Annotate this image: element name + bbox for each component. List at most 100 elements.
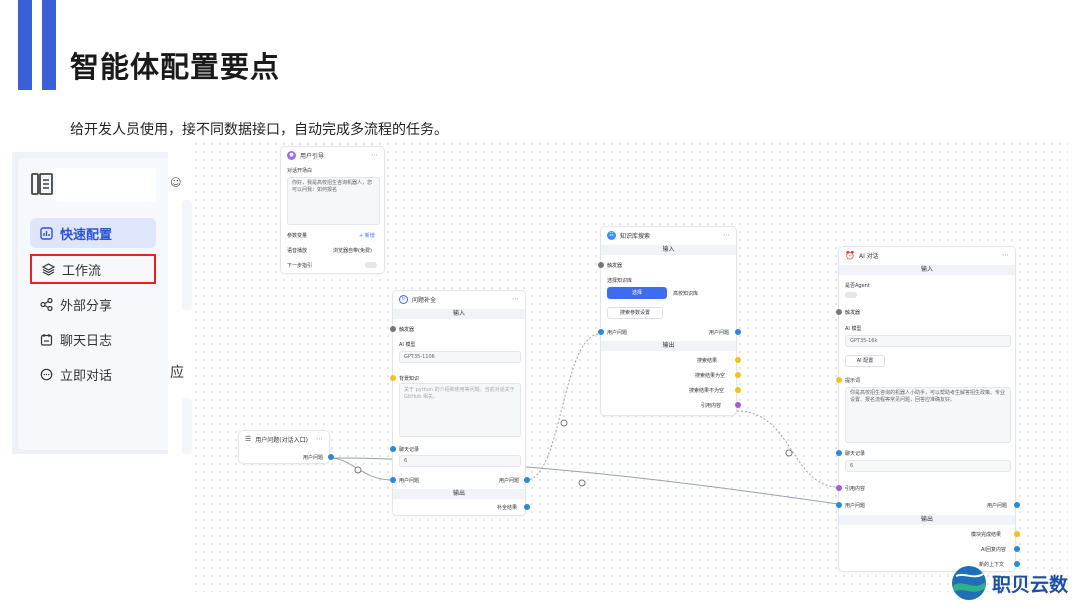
content-preview bbox=[182, 398, 192, 454]
node-title: AI 对话 bbox=[858, 252, 879, 260]
slide-title: 智能体配置要点 bbox=[70, 50, 281, 84]
question-out-label: 用户问题 bbox=[499, 478, 520, 484]
sidebar-item-workflow[interactable]: 工作流 bbox=[30, 254, 156, 284]
agent-label: 是否Agent bbox=[845, 283, 870, 289]
sidebar-card bbox=[18, 158, 182, 450]
trigger-port[interactable] bbox=[598, 262, 604, 268]
node-question-fill[interactable]: ↻ 问题补全 ⋯ 输入 触发器 AI 模型 GPT35-1106 背景知识 关于… bbox=[390, 290, 530, 516]
prompt-label: 提示词 bbox=[845, 378, 861, 384]
voice-value[interactable]: 浏览器自带(免费) bbox=[333, 248, 372, 254]
trigger-port[interactable] bbox=[390, 326, 396, 332]
database-icon: ☷ bbox=[607, 230, 616, 240]
out-label: 搜索结果 bbox=[697, 358, 718, 364]
node-ai-chat[interactable]: ⏰ AI 对话 ⋯ 输入 是否Agent 触发器 AI 模型 GPT35-16k… bbox=[836, 246, 1020, 572]
node-user-guide[interactable]: ● 用户引导 ⋯ 对话开场白 你好，我是高校招生咨询机器人，您可以问我：如何报名… bbox=[280, 146, 385, 274]
result-port[interactable] bbox=[524, 504, 530, 510]
node-user-input[interactable]: ☰ 用户问题(对话入口) ⋯ 用户问题 bbox=[238, 430, 334, 464]
model-select[interactable]: GPT35-16k bbox=[845, 335, 1011, 347]
out-port[interactable] bbox=[1014, 546, 1020, 552]
bg-textarea[interactable]: 关于 python 的介绍和使用等问题。当前对话关于 GitHub 相关。 bbox=[399, 383, 521, 437]
app-name-box bbox=[56, 168, 156, 202]
question-out-port[interactable] bbox=[735, 329, 741, 335]
alarm-icon: ⏰ bbox=[845, 250, 855, 260]
agent-toggle[interactable] bbox=[845, 292, 857, 298]
refresh-icon: ↻ bbox=[399, 294, 408, 304]
sidebar-item-label: 聊天日志 bbox=[60, 333, 113, 349]
user-icon: ☺ bbox=[170, 176, 182, 189]
workflow-canvas[interactable]: ● 用户引导 ⋯ 对话开场白 你好，我是高校招生咨询机器人，您可以问我：如何报名… bbox=[192, 140, 1068, 592]
more-icon[interactable]: ⋯ bbox=[723, 231, 730, 239]
node-title: 用户问题(对话入口) bbox=[255, 436, 308, 444]
quote-in-port[interactable] bbox=[836, 485, 842, 491]
model-label: AI 模型 bbox=[399, 342, 416, 348]
param-label: 参数变量 bbox=[287, 233, 308, 239]
node-kb-search[interactable]: ☷ 知识库搜索 ⋯ 输入 触发器 选择知识库 选择 高校知识库 搜索参数设置 用… bbox=[598, 226, 741, 416]
app-main-strip: ☺ 应 bbox=[168, 152, 192, 454]
question-port[interactable] bbox=[328, 454, 334, 460]
sidebar-item-chat-log[interactable]: 聊天日志 bbox=[30, 324, 156, 354]
ai-config-button[interactable]: AI 配置 bbox=[845, 355, 885, 367]
prompt-port[interactable] bbox=[836, 377, 842, 383]
sidebar-item-share[interactable]: 外部分享 bbox=[30, 289, 156, 319]
model-select[interactable]: GPT35-1106 bbox=[399, 351, 521, 363]
history-port[interactable] bbox=[836, 450, 842, 456]
welcome-text[interactable]: 你好，我是高校招生咨询机器人，您可以问我：如何报名 bbox=[287, 177, 380, 225]
next-toggle[interactable] bbox=[365, 262, 377, 268]
out-port[interactable] bbox=[1014, 561, 1020, 567]
bg-port[interactable] bbox=[390, 375, 396, 381]
question-in-port[interactable] bbox=[598, 329, 604, 335]
trigger-port[interactable] bbox=[836, 309, 842, 315]
sidebar-item-quick-config[interactable]: 快速配置 bbox=[30, 218, 156, 248]
question-label: 用户问题 bbox=[303, 455, 324, 461]
app-logo-icon bbox=[31, 173, 53, 195]
accent-bar-right bbox=[42, 0, 56, 90]
welcome-label: 对话开场白 bbox=[287, 168, 313, 174]
user-guide-icon: ● bbox=[287, 150, 296, 160]
question-in-port[interactable] bbox=[390, 477, 396, 483]
search-params-button[interactable]: 搜索参数设置 bbox=[607, 307, 663, 319]
chat-icon bbox=[38, 366, 54, 382]
add-param-button[interactable]: + 新增 bbox=[359, 233, 375, 239]
brand-logo: 职贝云数 bbox=[950, 564, 1068, 602]
question-label: 用户问题 bbox=[399, 478, 420, 484]
output-section: 输出 bbox=[601, 341, 736, 351]
sidebar-item-start-chat[interactable]: 立即对话 bbox=[30, 359, 156, 389]
sidebar-item-label: 立即对话 bbox=[60, 368, 113, 384]
out-port[interactable] bbox=[735, 372, 741, 378]
more-icon[interactable]: ⋯ bbox=[316, 435, 323, 443]
kb-label: 选择知识库 bbox=[607, 278, 633, 284]
question-out-label: 用户问题 bbox=[709, 330, 730, 336]
history-port[interactable] bbox=[390, 446, 396, 452]
prompt-textarea[interactable]: 你是高校招生咨询的机器人小助手，可以帮助考生解答招生政策、专业设置、报名流程等常… bbox=[845, 387, 1011, 443]
input-section: 输入 bbox=[393, 309, 525, 319]
node-header: ↻ 问题补全 ⋯ bbox=[393, 291, 525, 307]
out-port[interactable] bbox=[735, 387, 741, 393]
more-icon[interactable]: ⋯ bbox=[371, 151, 378, 159]
trigger-label: 触发器 bbox=[607, 263, 623, 269]
history-stepper[interactable]: 6 bbox=[399, 455, 521, 467]
out-label: 搜索结果不为空 bbox=[689, 388, 725, 394]
voice-label: 语音播放 bbox=[287, 248, 308, 254]
output-section: 输出 bbox=[839, 515, 1015, 525]
more-icon[interactable]: ⋯ bbox=[1002, 251, 1009, 259]
out-port[interactable] bbox=[1014, 531, 1020, 537]
more-icon[interactable]: ⋯ bbox=[512, 295, 519, 303]
share-icon bbox=[38, 296, 54, 312]
history-stepper[interactable]: 6 bbox=[845, 460, 1011, 472]
question-out-port[interactable] bbox=[524, 477, 530, 483]
node-header: ☷ 知识库搜索 ⋯ bbox=[601, 227, 736, 243]
trigger-label: 触发器 bbox=[399, 327, 415, 333]
brand-globe-icon bbox=[952, 566, 986, 600]
question-in-port[interactable] bbox=[836, 502, 842, 508]
out-label: AI回复内容 bbox=[981, 547, 1006, 553]
kb-select-button[interactable]: 选择 bbox=[607, 287, 667, 299]
input-section: 输入 bbox=[839, 265, 1015, 275]
result-label: 补全结果 bbox=[497, 505, 518, 511]
question-out-port[interactable] bbox=[1014, 502, 1020, 508]
kb-link[interactable]: 高校知识库 bbox=[673, 291, 699, 297]
question-out-label: 用户问题 bbox=[987, 503, 1008, 509]
brand-name: 职贝云数 bbox=[992, 573, 1069, 596]
sidebar-item-label: 快速配置 bbox=[60, 227, 113, 243]
out-port[interactable] bbox=[735, 357, 741, 363]
quote-port[interactable] bbox=[735, 402, 741, 408]
